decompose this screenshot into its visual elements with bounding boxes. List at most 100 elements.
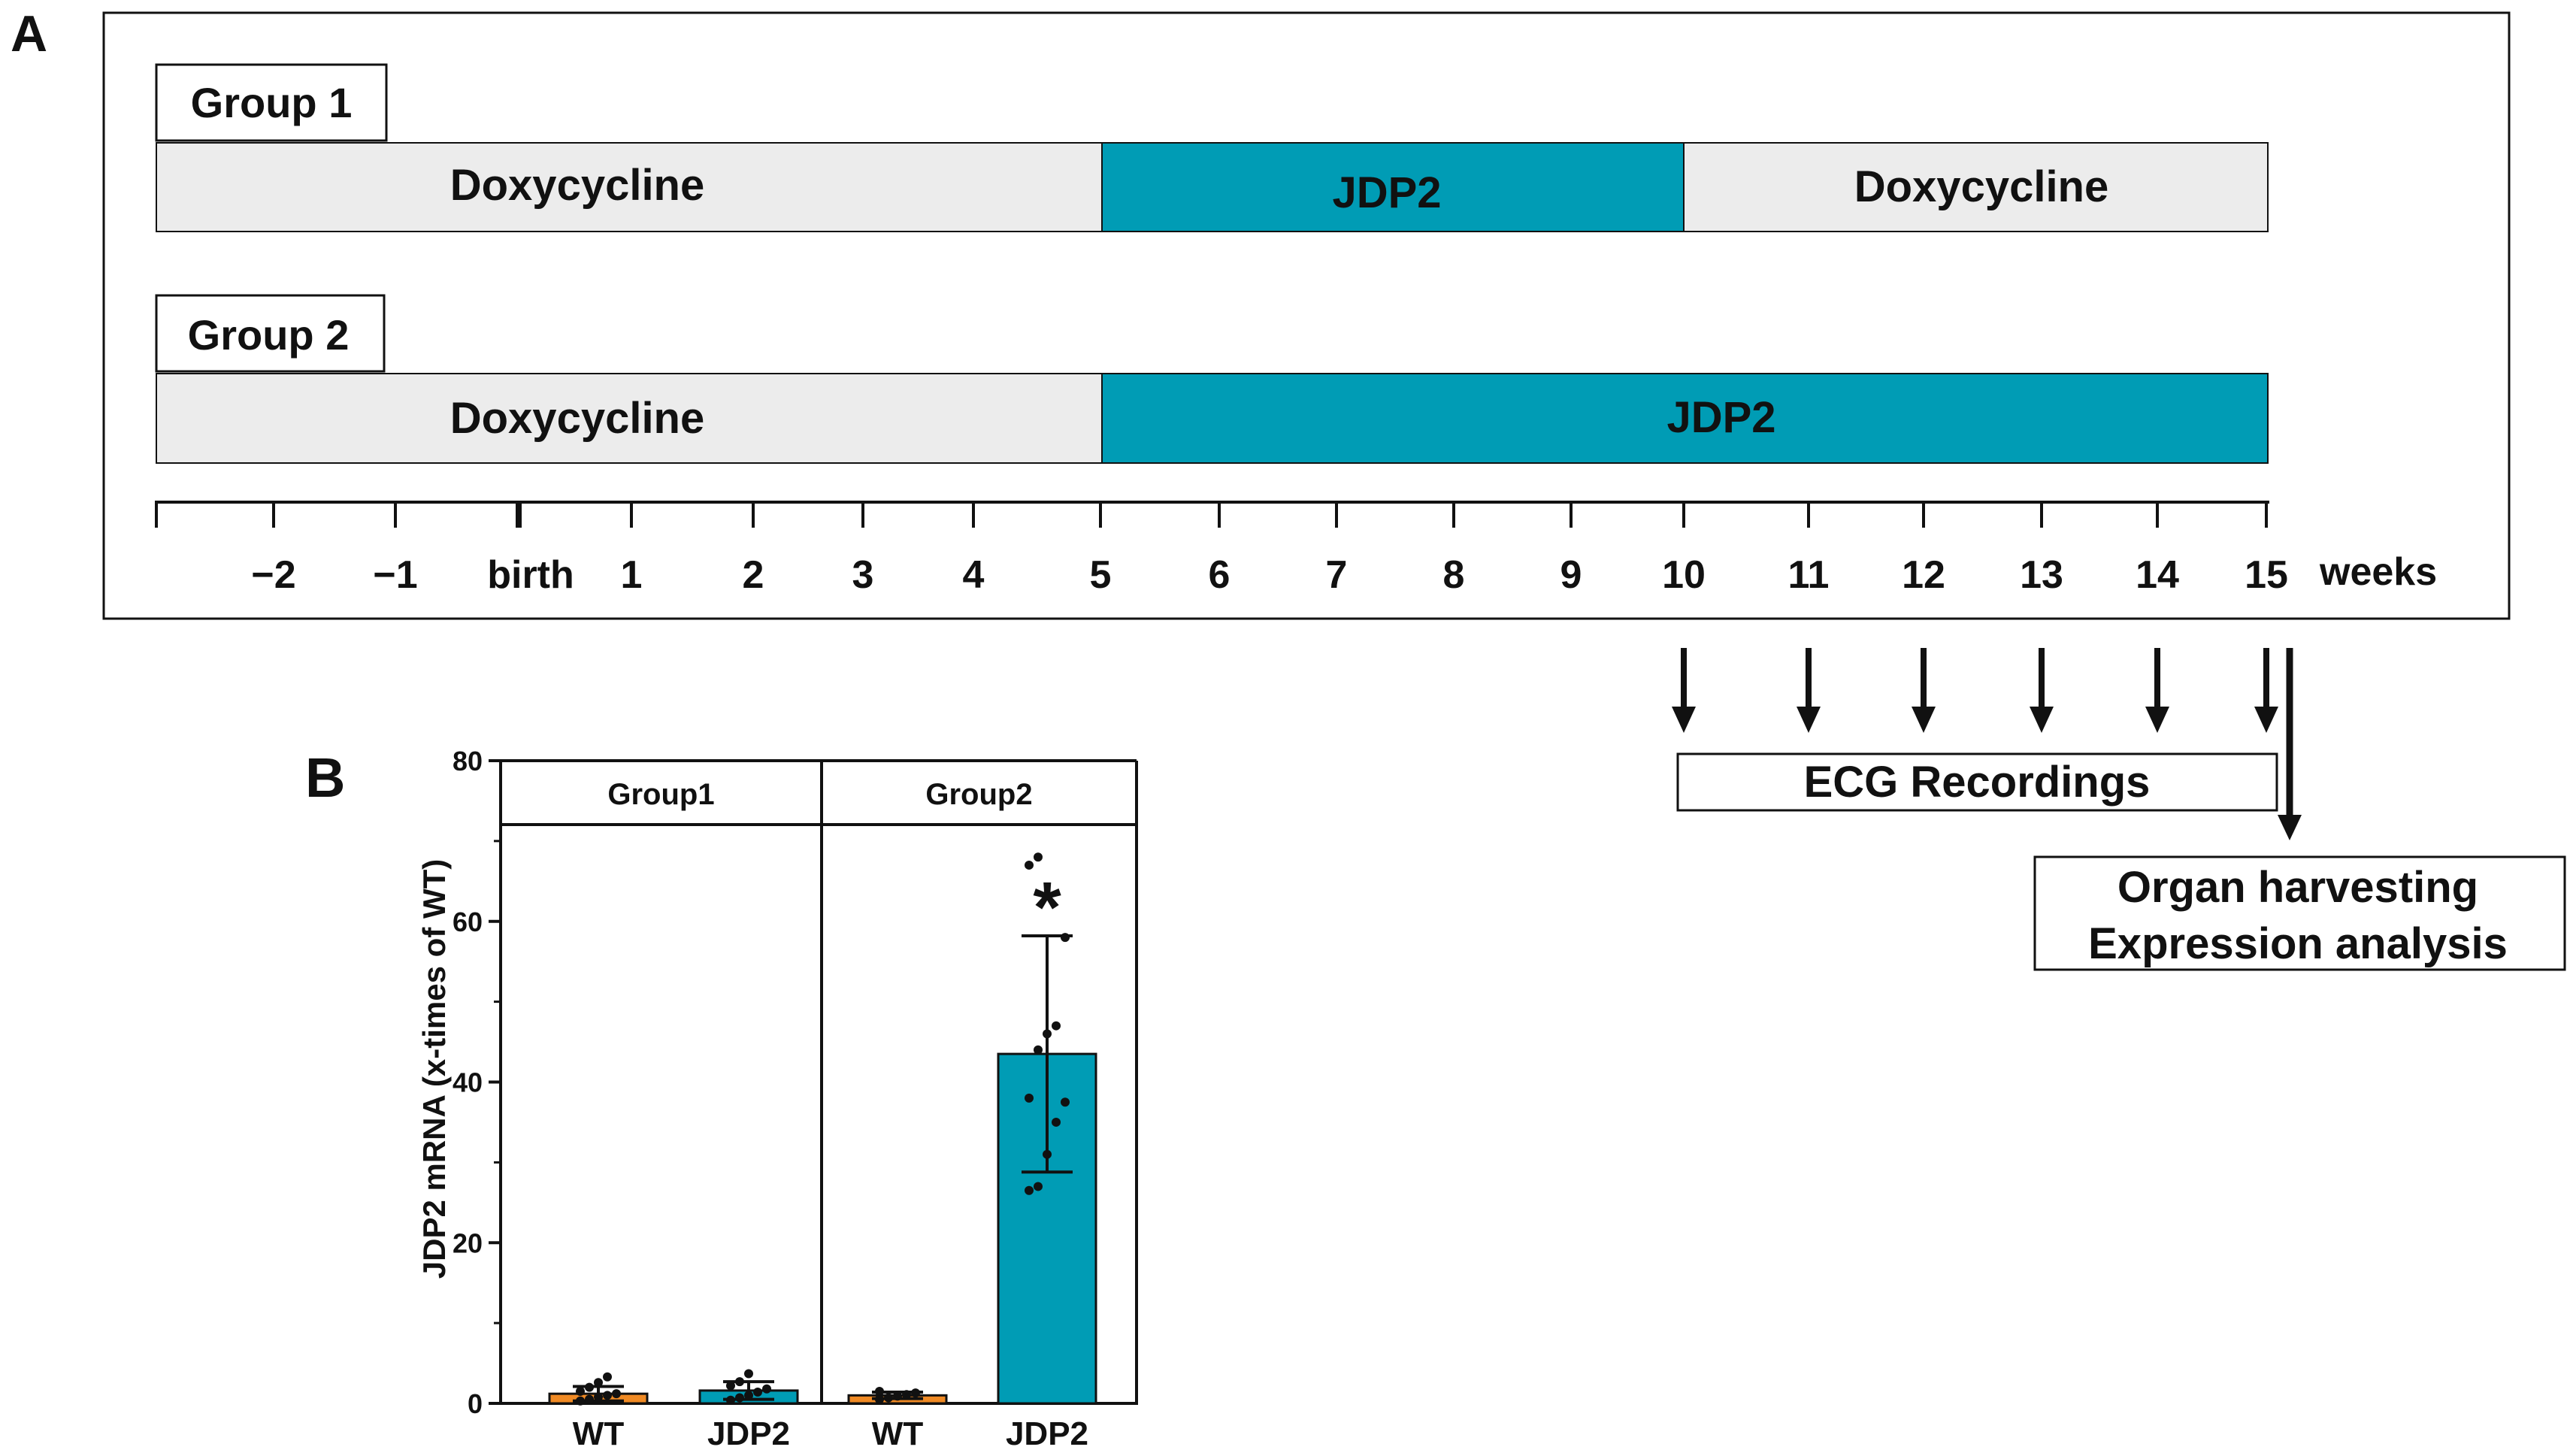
data-point	[576, 1386, 585, 1396]
group1-label-box	[155, 63, 388, 142]
data-points	[576, 852, 1070, 1406]
timeline-tick-label: birth	[487, 553, 574, 597]
timeline-tick-label: 12	[1902, 553, 1945, 597]
group1-dox-bar-1	[156, 142, 1103, 232]
data-point	[1034, 1045, 1043, 1055]
data-point	[911, 1388, 920, 1398]
data-point	[735, 1377, 744, 1387]
ecg-arrow	[1912, 648, 1936, 733]
timeline-tick-label: 1	[621, 553, 643, 597]
data-point	[1025, 860, 1034, 870]
data-point	[726, 1395, 735, 1405]
ecg-arrow	[1672, 648, 1696, 733]
data-point	[1061, 1097, 1070, 1107]
y-tick-label: 0	[468, 1388, 483, 1419]
timeline-tick-label: 7	[1326, 553, 1348, 597]
data-point	[594, 1392, 603, 1402]
data-point	[1061, 933, 1070, 943]
data-point	[762, 1384, 771, 1394]
data-point	[594, 1378, 603, 1388]
data-point	[744, 1391, 753, 1400]
data-point	[726, 1381, 735, 1391]
data-point	[576, 1396, 585, 1406]
timeline-unit: weeks	[2319, 550, 2437, 594]
timeline-tick-label: 5	[1090, 553, 1112, 597]
data-point	[1043, 1029, 1052, 1039]
timeline-tick-label: 11	[1788, 553, 1830, 597]
group1-dox-label-1: Doxycycline	[450, 161, 705, 210]
data-point	[612, 1389, 621, 1399]
data-point	[585, 1382, 594, 1392]
timeline-tick-label: 4	[963, 553, 985, 597]
timeline-tick-label: 9	[1560, 553, 1582, 597]
ecg-label-box	[1676, 752, 2278, 812]
group2-label-box	[155, 294, 386, 373]
y-ticks: 0 20 40 60 80	[453, 746, 501, 1419]
harvest-label-box	[2033, 855, 2566, 971]
timeline-tick-label: 6	[1209, 553, 1231, 597]
data-point	[1034, 1182, 1043, 1191]
group2-dox-bar	[156, 373, 1103, 464]
data-point	[603, 1372, 612, 1382]
timeline-tick-label: 8	[1443, 553, 1465, 597]
x-category-label: WT	[573, 1415, 625, 1452]
data-point	[735, 1393, 744, 1403]
timeline-tick-label: 10	[1662, 553, 1706, 597]
timeline-tick-label: −2	[251, 553, 295, 597]
ecg-arrow	[2145, 648, 2169, 733]
data-point	[902, 1390, 911, 1400]
y-tick-label: 60	[453, 907, 483, 937]
panel-a-letter: A	[11, 5, 47, 62]
data-point	[603, 1391, 612, 1400]
y-tick-label: 40	[453, 1067, 483, 1098]
group2-jdp2-bar	[1101, 373, 2269, 464]
group1-label: Group 1	[191, 79, 353, 126]
x-labels: WT JDP2 WT JDP2	[573, 1415, 1088, 1452]
ecg-label: ECG Recordings	[1804, 758, 2151, 807]
y-tick-label: 80	[453, 746, 483, 776]
data-point	[744, 1369, 753, 1379]
group1-jdp2-bar	[1101, 142, 1685, 232]
y-tick-label: 20	[453, 1227, 483, 1258]
data-point	[884, 1393, 893, 1403]
panel-a-frame	[102, 11, 2511, 620]
data-point	[1025, 1185, 1034, 1195]
harvest-arrow	[2278, 648, 2302, 840]
group-header-label: Group2	[925, 778, 1032, 811]
data-point	[1052, 1021, 1061, 1031]
x-category-label: JDP2	[1006, 1415, 1088, 1452]
significance-marker: *	[1033, 867, 1061, 948]
timeline-tick-label: −1	[373, 553, 417, 597]
data-point	[1043, 1149, 1052, 1159]
data-point	[875, 1386, 884, 1396]
data-point	[893, 1391, 902, 1401]
data-point	[753, 1388, 762, 1397]
harvest-label-line1: Organ harvesting	[2117, 863, 2478, 912]
x-category-label: WT	[872, 1415, 924, 1452]
group1-jdp2-label: JDP2	[1332, 168, 1441, 217]
group1-dox-label-2: Doxycycline	[1854, 162, 2109, 211]
timeline-tick-label: 14	[2136, 553, 2179, 597]
ecg-arrow	[1797, 648, 1821, 733]
ecg-arrows	[1672, 648, 2278, 733]
group2-label: Group 2	[188, 311, 350, 359]
ecg-arrow	[2030, 648, 2054, 733]
timeline-tick-label: 15	[2245, 553, 2288, 597]
timeline-tick-label: 3	[852, 553, 874, 597]
y-axis-title: JDP2 mRNA (x-times of WT)	[416, 859, 452, 1279]
group1-dox-bar-2	[1683, 142, 2269, 232]
group2-dox-label: Doxycycline	[450, 394, 705, 443]
data-point	[1025, 1093, 1034, 1103]
ecg-arrow	[2254, 648, 2278, 733]
x-category-label: JDP2	[707, 1415, 790, 1452]
harvest-label-line2: Expression analysis	[2088, 919, 2508, 968]
timeline-tick-label: 2	[743, 553, 764, 597]
data-point	[585, 1394, 594, 1404]
data-point	[1034, 852, 1043, 862]
group2-jdp2-label: JDP2	[1666, 393, 1775, 442]
panel-a: A Group 1 Doxycycline JDP2 Doxycycline G…	[11, 5, 2511, 620]
